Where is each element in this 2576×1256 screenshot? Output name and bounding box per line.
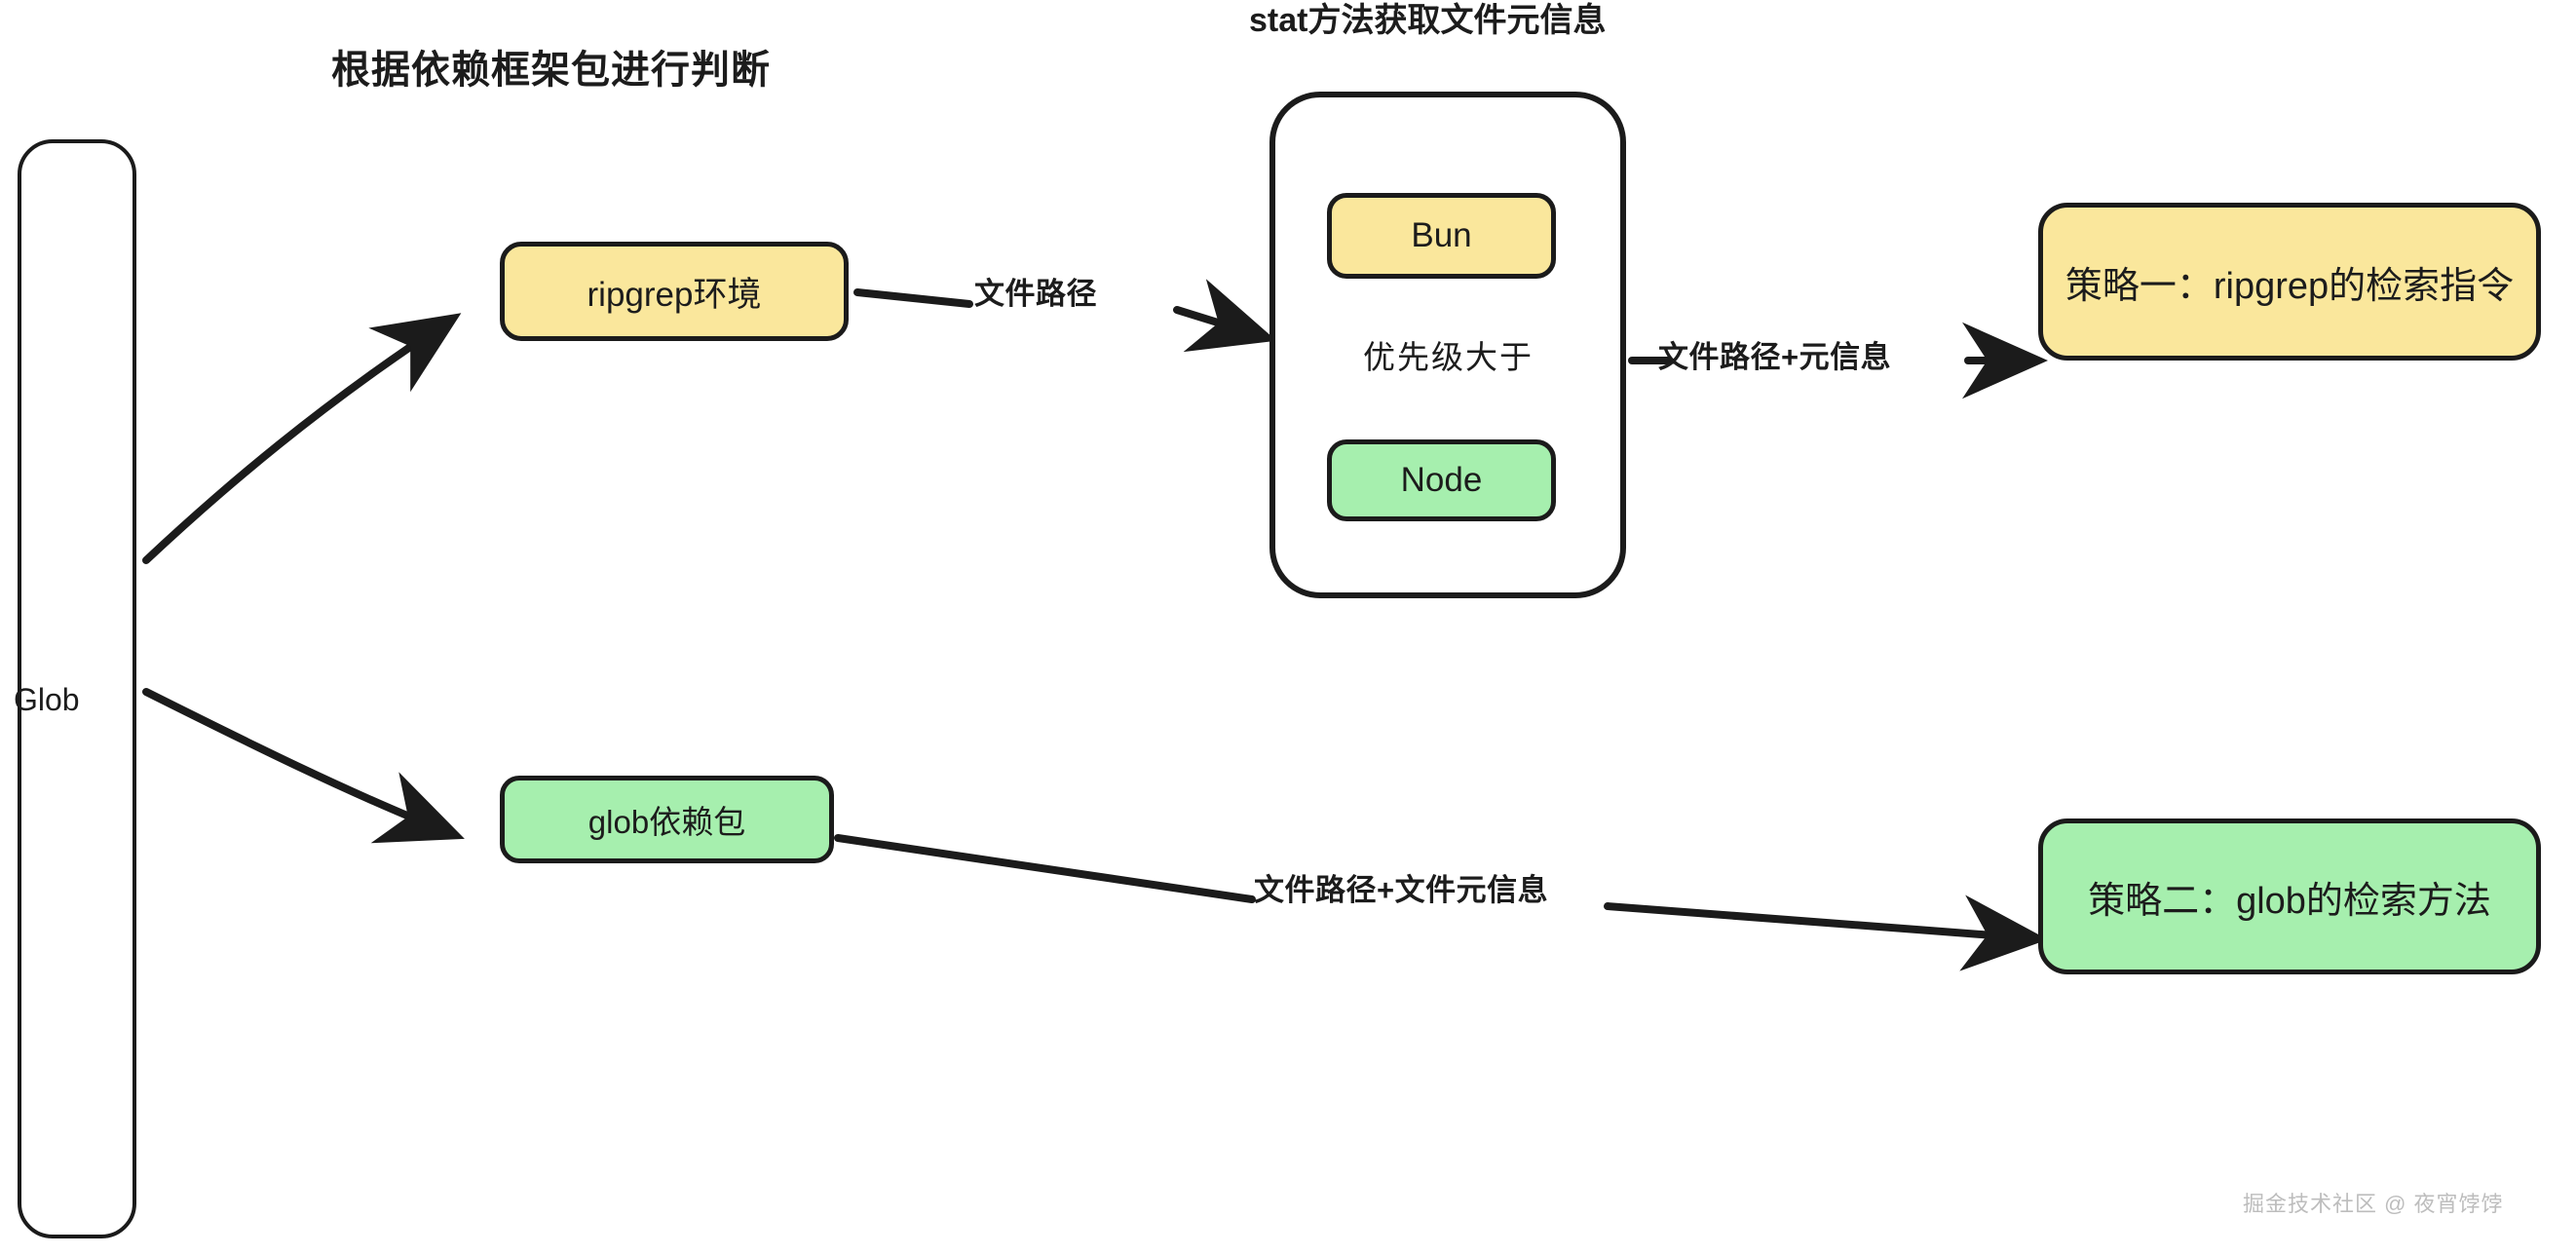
edge-label-path-plus-meta: 文件路径+元信息 — [1658, 340, 1892, 374]
priority-comparison-text: 优先级大于 — [1363, 339, 1534, 375]
node-glob-package[interactable]: glob依赖包 — [500, 776, 834, 863]
node-strategy-two[interactable]: 策略二：glob的检索方法 — [2038, 818, 2541, 974]
glob-spine-container[interactable] — [18, 139, 136, 1238]
node-bun[interactable]: Bun — [1327, 193, 1556, 279]
edge-label-path-plus-fileinfo: 文件路径+文件元信息 — [1254, 873, 1549, 907]
edge-label-file-path: 文件路径 — [974, 277, 1097, 311]
glob-spine-label: Glob — [14, 682, 80, 717]
node-strategy-one-label: 策略一：ripgrep的检索指令 — [2065, 265, 2515, 307]
node-ripgrep-env[interactable]: ripgrep环境 — [500, 242, 849, 341]
watermark: 掘金技术社区 @ 夜宵饽饽 — [2243, 1192, 2504, 1216]
page-title: 根据依赖框架包进行判断 — [331, 49, 771, 92]
node-strategy-one[interactable]: 策略一：ripgrep的检索指令 — [2038, 203, 2541, 361]
stat-priority-container[interactable] — [1269, 92, 1626, 598]
node-node-label: Node — [1400, 461, 1483, 499]
node-strategy-two-label: 策略二：glob的检索方法 — [2088, 880, 2491, 922]
arrow-glob-to-globpkg — [142, 688, 465, 844]
node-node[interactable]: Node — [1327, 439, 1556, 521]
stat-section-title: stat方法获取文件元信息 — [1249, 2, 1607, 39]
node-ripgrep-env-label: ripgrep环境 — [587, 275, 762, 314]
node-glob-package-label: glob依赖包 — [587, 804, 746, 840]
arrow-glob-to-ripgrep — [142, 313, 462, 564]
node-bun-label: Bun — [1411, 216, 1472, 254]
